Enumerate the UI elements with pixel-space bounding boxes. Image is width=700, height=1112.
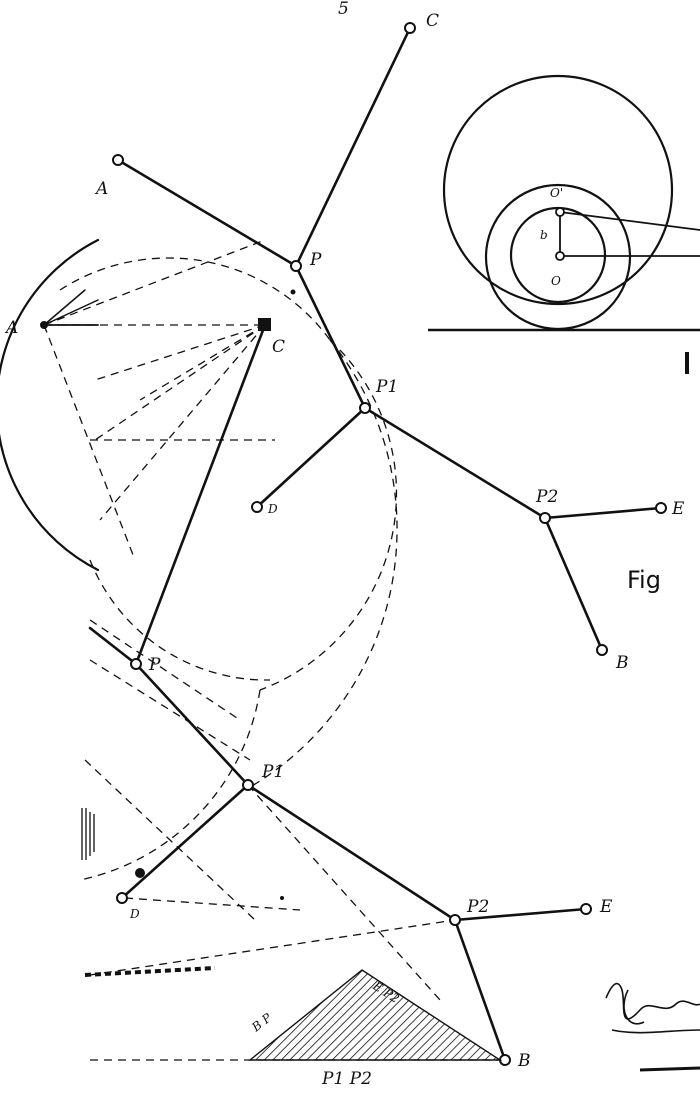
- label-A-upper: A: [94, 179, 108, 199]
- joint-P1-lower: [242, 779, 254, 791]
- lower-joints: [40, 318, 592, 1066]
- link-P2-B: [543, 516, 604, 652]
- joint-C-lower: [258, 318, 271, 331]
- arc-center-dashed: [244, 339, 398, 791]
- joint-P1-upper: [359, 402, 371, 414]
- label-O-prime: O': [550, 186, 563, 200]
- upper-mechanism: [116, 26, 663, 652]
- upper-joints: [112, 22, 667, 656]
- ink-specks: [135, 289, 296, 900]
- label-P2-upper: P2: [535, 487, 558, 507]
- circles-detail: [428, 74, 700, 332]
- label-A-lower: A: [4, 318, 18, 338]
- hatched-triangle: E P2 B P P1 P2: [248, 969, 503, 1089]
- center-O: [555, 251, 565, 261]
- joint-A-upper: [112, 154, 124, 166]
- page-number: 5: [338, 0, 349, 19]
- link-P1-D-lower: [120, 783, 250, 900]
- dash-dot-stroke: [84, 966, 216, 977]
- joint-B-upper: [596, 644, 608, 656]
- label-P1-upper: P1: [375, 377, 398, 397]
- joint-D-upper: [251, 501, 263, 513]
- label-B-upper: B: [615, 653, 629, 673]
- triangle-label-left: B P: [248, 1010, 274, 1035]
- crank-O-prime: [559, 211, 700, 231]
- arc-right-dashed: [259, 339, 398, 691]
- label-P-upper: P: [309, 250, 322, 270]
- link-P1-P2-lower: [246, 783, 457, 922]
- lower-labels: A C P P1 D P2 E B: [4, 318, 613, 1071]
- joint-A-lower: [40, 321, 48, 329]
- arc-A-solid: [0, 238, 100, 572]
- label-D-upper: D: [267, 502, 278, 516]
- arc-lower-dashed: [89, 559, 271, 681]
- joint-B-lower: [499, 1054, 511, 1066]
- label-E-upper: E: [671, 499, 685, 519]
- signature: [605, 982, 700, 1072]
- circles-centers: [555, 207, 565, 261]
- link-A-P: [116, 158, 298, 268]
- joint-E-upper: [655, 502, 667, 514]
- link-entry-P: [88, 626, 138, 666]
- arc-bottom-dashed: [79, 689, 261, 881]
- joint-C-upper: [404, 22, 416, 34]
- link-C-P: [294, 26, 412, 268]
- label-P1-lower: P1: [261, 762, 284, 782]
- large-circle: [442, 74, 674, 306]
- joint-P2-upper: [539, 512, 551, 524]
- link-P-P1: [294, 264, 367, 410]
- joint-P-upper: [290, 260, 302, 272]
- link-P2-B-lower: [453, 918, 507, 1062]
- label-D-lower: D: [129, 907, 140, 921]
- label-P-lower: P: [148, 655, 161, 675]
- label-P2-lower: P2: [466, 897, 489, 917]
- joint-E-lower: [580, 903, 592, 915]
- label-E-lower: E: [599, 897, 613, 917]
- joint-P2-lower: [449, 914, 461, 926]
- label-O: O: [551, 274, 561, 288]
- link-P2-E-lower: [453, 907, 588, 922]
- label-b: b: [540, 228, 548, 242]
- link-P1-D: [255, 406, 367, 509]
- joint-D-lower: [116, 892, 128, 904]
- center-O-prime: [555, 207, 565, 217]
- stamp-fragment: [81, 808, 95, 860]
- arc-large-dashed: [59, 257, 331, 341]
- partial-fig-mark: [685, 352, 689, 374]
- figure-caption: Fig: [627, 566, 661, 594]
- link-P2-E: [543, 506, 663, 520]
- label-C-lower: C: [272, 337, 285, 357]
- joint-P-lower: [130, 658, 142, 670]
- construction-lines: [43, 239, 506, 1061]
- link-P-P1-lower: [134, 662, 250, 787]
- link-P1-P2: [363, 406, 547, 520]
- link-C-P-lower: [134, 323, 267, 666]
- triangle-label-base: P1 P2: [321, 1069, 372, 1089]
- label-B-lower: B: [517, 1051, 531, 1071]
- upper-labels: A C P P1 D P2 E B: [94, 11, 685, 673]
- lower-mechanism: [0, 238, 588, 1062]
- label-C-upper: C: [426, 11, 439, 31]
